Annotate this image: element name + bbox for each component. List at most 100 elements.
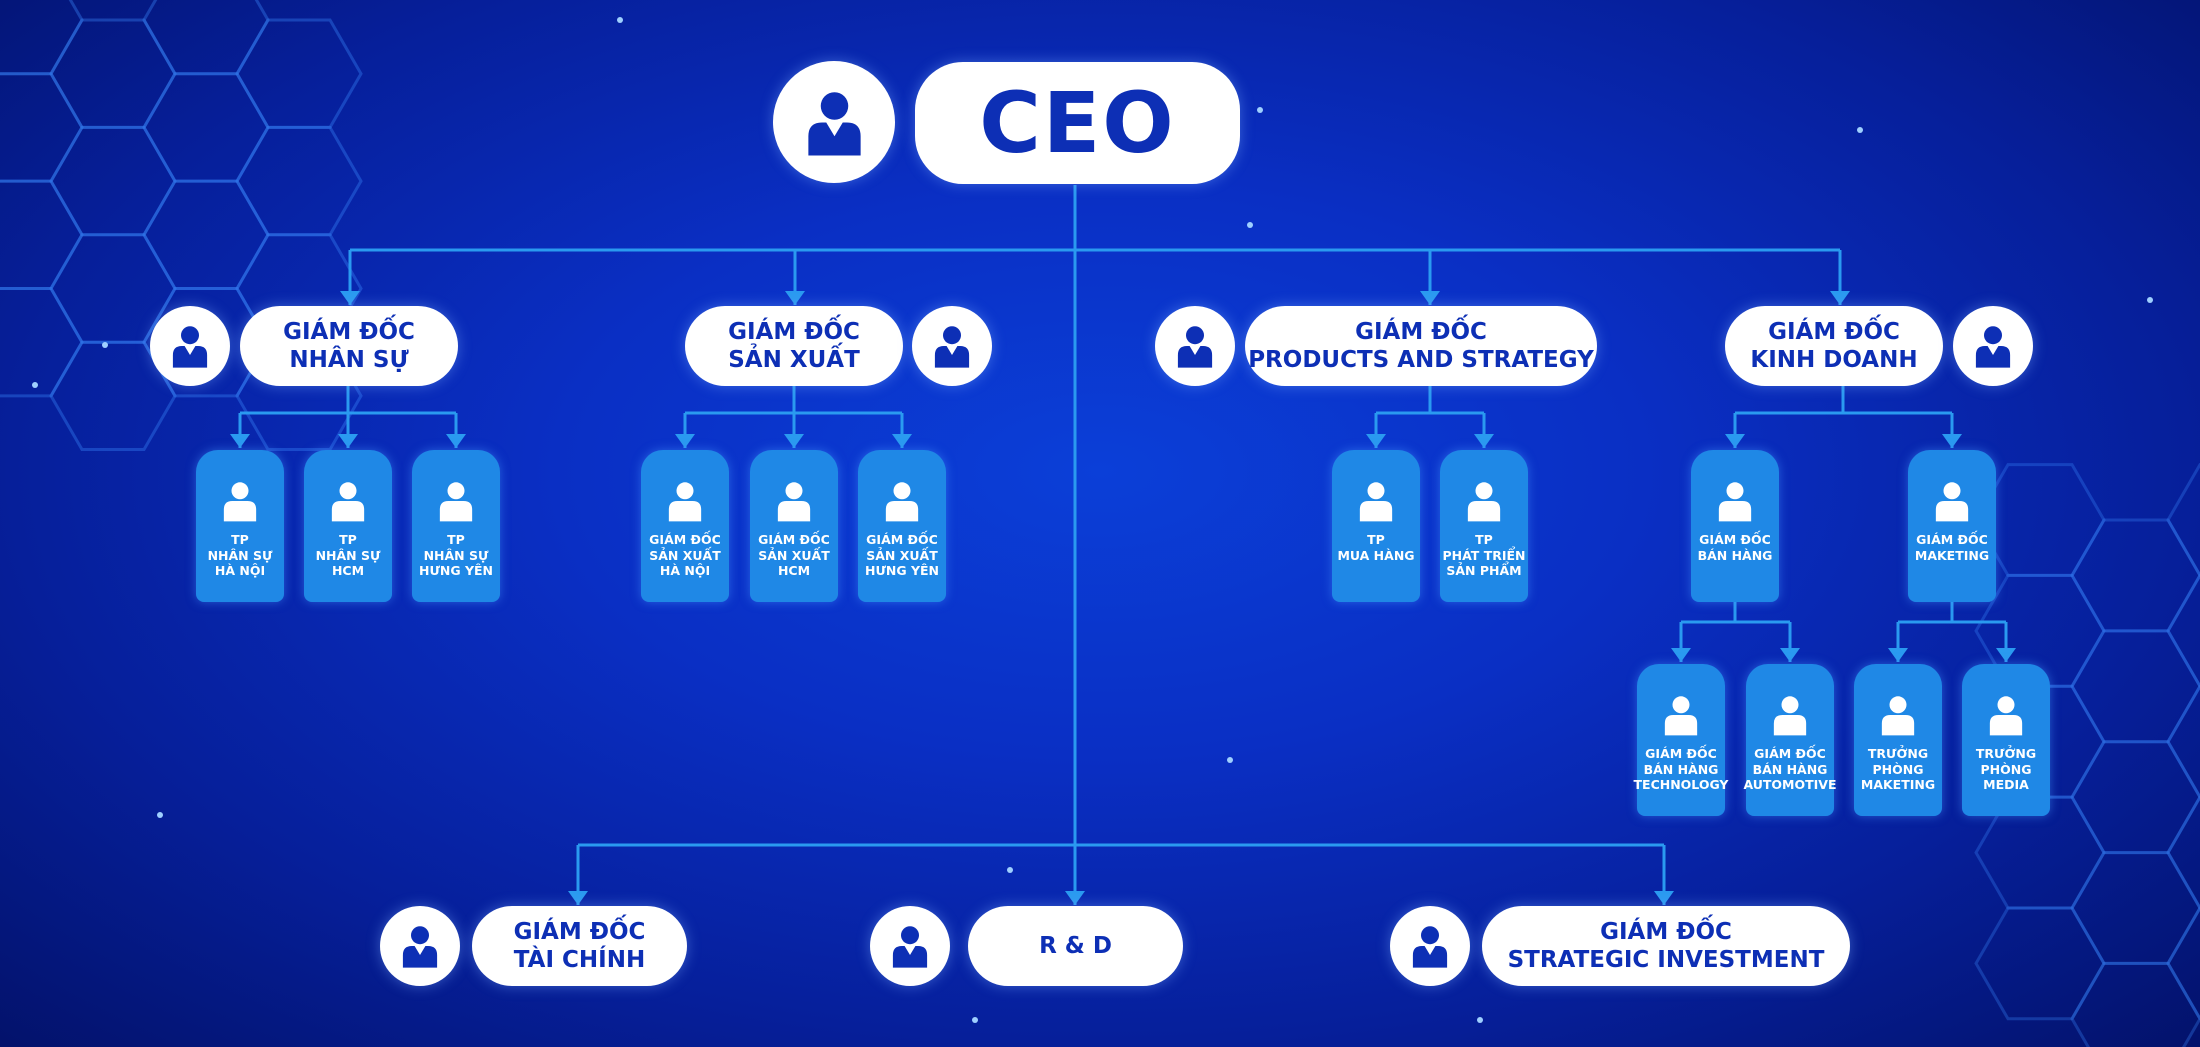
card-label-line: TRƯỞNG bbox=[1975, 746, 2037, 761]
rnd-avatar bbox=[870, 906, 950, 986]
pill-label-line: STRATEGIC INVESTMENT bbox=[1507, 947, 1825, 973]
card-label-line: HƯNG YÊN bbox=[864, 563, 940, 579]
star-decoration bbox=[972, 1017, 978, 1023]
arrow-head bbox=[892, 434, 912, 448]
arrow-head bbox=[785, 291, 805, 305]
card-label-line: SẢN XUẤT bbox=[866, 547, 938, 563]
pill-label-line: GIÁM ĐỐC bbox=[1768, 318, 1900, 345]
arrow-head bbox=[1065, 891, 1085, 905]
hexagon-decoration bbox=[1974, 795, 2106, 910]
person-icon bbox=[1467, 482, 1501, 522]
hexagon-decoration bbox=[0, 72, 84, 183]
arrow-head bbox=[1671, 648, 1691, 662]
star-decoration bbox=[1227, 757, 1233, 763]
ceo-avatar bbox=[773, 61, 895, 183]
person-icon bbox=[1773, 696, 1807, 736]
hexagon-decoration bbox=[0, 179, 84, 290]
pill-label-line: NHÂN SỰ bbox=[289, 347, 409, 373]
person-icon bbox=[885, 482, 919, 522]
hexagon-decoration bbox=[142, 179, 270, 290]
person-icon bbox=[331, 482, 365, 522]
person-icon bbox=[1881, 696, 1915, 736]
hexagon-decoration bbox=[2166, 573, 2200, 688]
person-icon bbox=[892, 926, 928, 968]
person-icon bbox=[1718, 482, 1752, 522]
arrow-head bbox=[1942, 434, 1962, 448]
card-label-line: GIÁM ĐỐC bbox=[649, 532, 721, 547]
card-label-line: GIÁM ĐỐC bbox=[1645, 746, 1717, 761]
person-icon bbox=[807, 91, 861, 155]
hexagon-decoration bbox=[142, 72, 270, 183]
arrow-head bbox=[1996, 648, 2016, 662]
card-label-line: NHÂN SỰ bbox=[423, 547, 489, 563]
arrow-head bbox=[338, 434, 358, 448]
hexagon-decoration bbox=[2070, 740, 2200, 855]
hexagon-decoration bbox=[49, 233, 177, 344]
star-decoration bbox=[102, 342, 108, 348]
hexagon-decoration bbox=[142, 287, 270, 398]
products-director-avatar bbox=[1155, 306, 1235, 386]
hexagon-decoration bbox=[2070, 851, 2200, 965]
hexagon-decoration bbox=[2070, 518, 2200, 633]
ceo-title: CEO bbox=[915, 62, 1240, 184]
hexagon-decoration bbox=[0, 287, 84, 398]
pill-label-line: GIÁM ĐỐC bbox=[1355, 318, 1487, 345]
ceo-label: CEO bbox=[979, 73, 1176, 172]
hexagon-decoration bbox=[49, 125, 177, 237]
arrow-head bbox=[1366, 434, 1386, 448]
card-label-line: HCM bbox=[331, 563, 365, 579]
person-icon bbox=[777, 482, 811, 522]
star-decoration bbox=[1257, 107, 1263, 113]
card-label-line: GIÁM ĐỐC bbox=[866, 532, 938, 547]
card-label-line: AUTOMOTIVE bbox=[1743, 777, 1837, 793]
arrow-head bbox=[446, 434, 466, 448]
person-icon bbox=[1359, 482, 1393, 522]
hexagon-decoration bbox=[49, 18, 177, 129]
person-icon bbox=[402, 926, 438, 968]
hexagon-decoration bbox=[2166, 684, 2200, 799]
star-decoration bbox=[157, 812, 163, 818]
sales-director-avatar bbox=[1953, 306, 2033, 386]
card-label-line: NHÂN SỰ bbox=[207, 547, 273, 563]
card-label-line: MAKETING bbox=[1914, 547, 1990, 563]
card-label-line: MAKETING bbox=[1860, 777, 1936, 793]
investment-director-avatar bbox=[1390, 906, 1470, 986]
arrow-head bbox=[1420, 291, 1440, 305]
arrow-head bbox=[230, 434, 250, 448]
star-decoration bbox=[1007, 867, 1013, 873]
card-label-line: HÀ NỘI bbox=[659, 563, 711, 579]
pill-label-line: GIÁM ĐỐC bbox=[1600, 918, 1732, 945]
star-decoration bbox=[2147, 297, 2153, 303]
card-label-line: GIÁM ĐỐC bbox=[758, 532, 830, 547]
card-label-line: GIÁM ĐỐC bbox=[1754, 746, 1826, 761]
person-icon bbox=[1177, 326, 1213, 368]
person-icon bbox=[439, 482, 473, 522]
card-label-line: NHÂN SỰ bbox=[315, 547, 381, 563]
card-label-line: TP bbox=[447, 532, 465, 547]
arrow-head bbox=[340, 291, 360, 305]
card-label-line: MEDIA bbox=[1983, 777, 2029, 793]
star-decoration bbox=[617, 17, 623, 23]
hexagon-decoration bbox=[2070, 961, 2200, 1047]
pill-label-line: PRODUCTS AND STRATEGY bbox=[1248, 347, 1594, 373]
